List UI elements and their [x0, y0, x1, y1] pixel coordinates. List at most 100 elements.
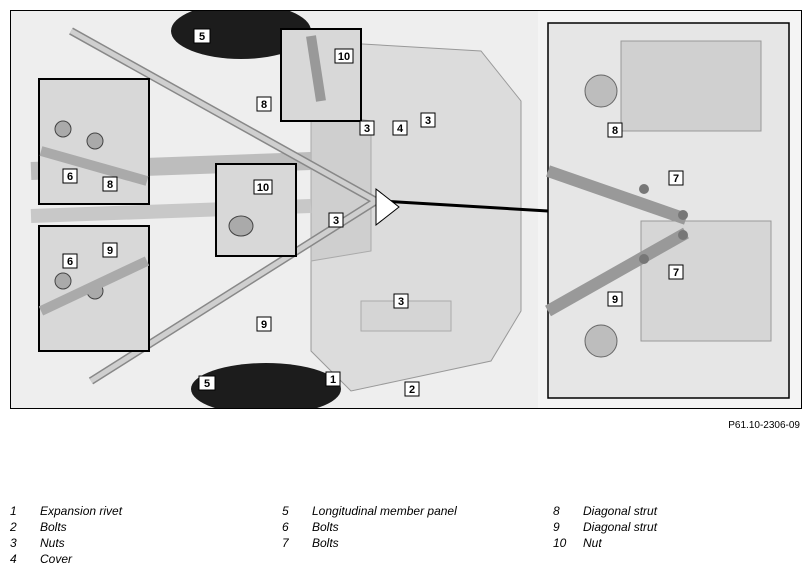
- front-tire: [171, 11, 311, 59]
- svg-text:3: 3: [398, 296, 404, 308]
- bolt-6c: [54, 272, 72, 290]
- legend-text: Diagonal strut: [583, 520, 658, 534]
- legend-number: 7: [282, 536, 289, 550]
- strut-in-inset-2: [38, 256, 150, 316]
- legend-item: 9 Diagonal strut: [553, 519, 657, 535]
- nut-shape: [228, 215, 254, 237]
- callout-1: 1: [325, 371, 341, 387]
- svg-text:2: 2: [409, 384, 415, 396]
- legend-item: 1 Expansion rivet: [10, 503, 122, 519]
- callout-6-bottom: 6: [62, 253, 78, 269]
- legend-number: 3: [10, 536, 17, 550]
- legend: 1 Expansion rivet 2 Bolts 3 Nuts 4 Cover…: [10, 503, 800, 569]
- svg-text:9: 9: [107, 245, 113, 257]
- legend-item: 3 Nuts: [10, 535, 122, 551]
- svg-text:6: 6: [67, 171, 73, 183]
- callout-9-detail: 9: [607, 291, 623, 307]
- callout-5-top: 5: [193, 28, 211, 44]
- detail-bolt-3: [678, 230, 688, 240]
- callout-3-a: 3: [359, 120, 375, 136]
- svg-text:9: 9: [612, 294, 618, 306]
- svg-text:7: 7: [673, 267, 679, 279]
- legend-number: 2: [10, 520, 17, 534]
- svg-text:6: 6: [67, 256, 73, 268]
- legend-text: Expansion rivet: [40, 504, 123, 518]
- legend-text: Bolts: [312, 520, 339, 534]
- callout-3-c: 3: [328, 212, 344, 228]
- legend-item: 2 Bolts: [10, 519, 122, 535]
- detail-bolt-1: [639, 184, 649, 194]
- detail-bolt-4: [639, 254, 649, 264]
- svg-text:1: 1: [330, 374, 336, 386]
- callout-8-main: 8: [256, 96, 272, 112]
- callout-3-b: 3: [420, 112, 436, 128]
- detail-tank: [620, 40, 762, 132]
- svg-text:8: 8: [612, 125, 618, 137]
- legend-text: Longitudinal member panel: [312, 504, 457, 518]
- svg-text:5: 5: [199, 31, 205, 43]
- inset-mid-nut: [215, 163, 297, 257]
- svg-text:5: 5: [204, 378, 210, 390]
- svg-text:7: 7: [673, 173, 679, 185]
- callout-6-top: 6: [62, 168, 78, 184]
- svg-text:10: 10: [257, 182, 269, 194]
- bolt-6a: [54, 120, 72, 138]
- callout-7-top: 7: [668, 170, 684, 186]
- rear-tire: [191, 363, 341, 408]
- legend-number: 4: [10, 552, 17, 566]
- svg-text:3: 3: [364, 123, 370, 135]
- svg-text:3: 3: [425, 115, 431, 127]
- svg-text:8: 8: [107, 179, 113, 191]
- legend-column-1: 1 Expansion rivet 2 Bolts 3 Nuts 4 Cover: [10, 503, 122, 567]
- pointer-arrow: [375, 187, 400, 227]
- detail-mount-bottom: [584, 324, 618, 358]
- detail-mount-top: [584, 74, 618, 108]
- strut-in-inset: [39, 146, 149, 186]
- callout-8-inset: 8: [102, 176, 118, 192]
- underbody-drawing: 5 10 8 6 8 3 4 3: [11, 11, 790, 408]
- legend-text: Nuts: [40, 536, 65, 550]
- callout-4: 4: [392, 120, 408, 136]
- legend-column-2: 5 Longitudinal member panel 6 Bolts 7 Bo…: [282, 503, 457, 551]
- figure-id-label: P61.10-2306-09: [728, 420, 800, 431]
- legend-column-3: 8 Diagonal strut 9 Diagonal strut 10 Nut: [553, 503, 657, 551]
- callout-8-detail: 8: [607, 122, 623, 138]
- legend-item: 5 Longitudinal member panel: [282, 503, 457, 519]
- callout-10-top: 10: [334, 48, 354, 64]
- legend-text: Bolts: [40, 520, 67, 534]
- legend-number: 1: [10, 504, 17, 518]
- callout-5-bottom: 5: [198, 375, 216, 391]
- bolt-shank: [306, 35, 326, 102]
- legend-text: Diagonal strut: [583, 504, 658, 518]
- svg-text:9: 9: [261, 319, 267, 331]
- legend-text: Nut: [583, 536, 602, 550]
- legend-text: Cover: [40, 552, 73, 566]
- callout-9-main: 9: [256, 316, 272, 332]
- main-illustration: 5 10 8 6 8 3 4 3: [10, 10, 802, 409]
- callout-2: 2: [404, 381, 420, 397]
- legend-number: 10: [553, 536, 567, 550]
- detail-bolt-2: [678, 210, 688, 220]
- callout-10-mid: 10: [253, 179, 273, 195]
- legend-item: 8 Diagonal strut: [553, 503, 657, 519]
- legend-item: 6 Bolts: [282, 519, 457, 535]
- legend-item: 10 Nut: [553, 535, 657, 551]
- callout-3-d: 3: [393, 293, 409, 309]
- detail-panel: [640, 220, 772, 342]
- svg-text:10: 10: [338, 51, 350, 63]
- svg-text:3: 3: [333, 215, 339, 227]
- legend-number: 8: [553, 504, 560, 518]
- svg-text:8: 8: [261, 99, 267, 111]
- svg-text:4: 4: [397, 123, 404, 135]
- legend-item: 7 Bolts: [282, 535, 457, 551]
- legend-number: 6: [282, 520, 289, 534]
- legend-number: 9: [553, 520, 560, 534]
- bolt-6b: [86, 132, 104, 150]
- callout-9-inset: 9: [102, 242, 118, 258]
- legend-item: 4 Cover: [10, 551, 122, 567]
- legend-text: Bolts: [312, 536, 339, 550]
- detail-strut-8: [546, 165, 688, 225]
- pointer-to-detail: [380, 199, 549, 213]
- callout-7-bottom: 7: [668, 264, 684, 280]
- legend-number: 5: [282, 504, 289, 518]
